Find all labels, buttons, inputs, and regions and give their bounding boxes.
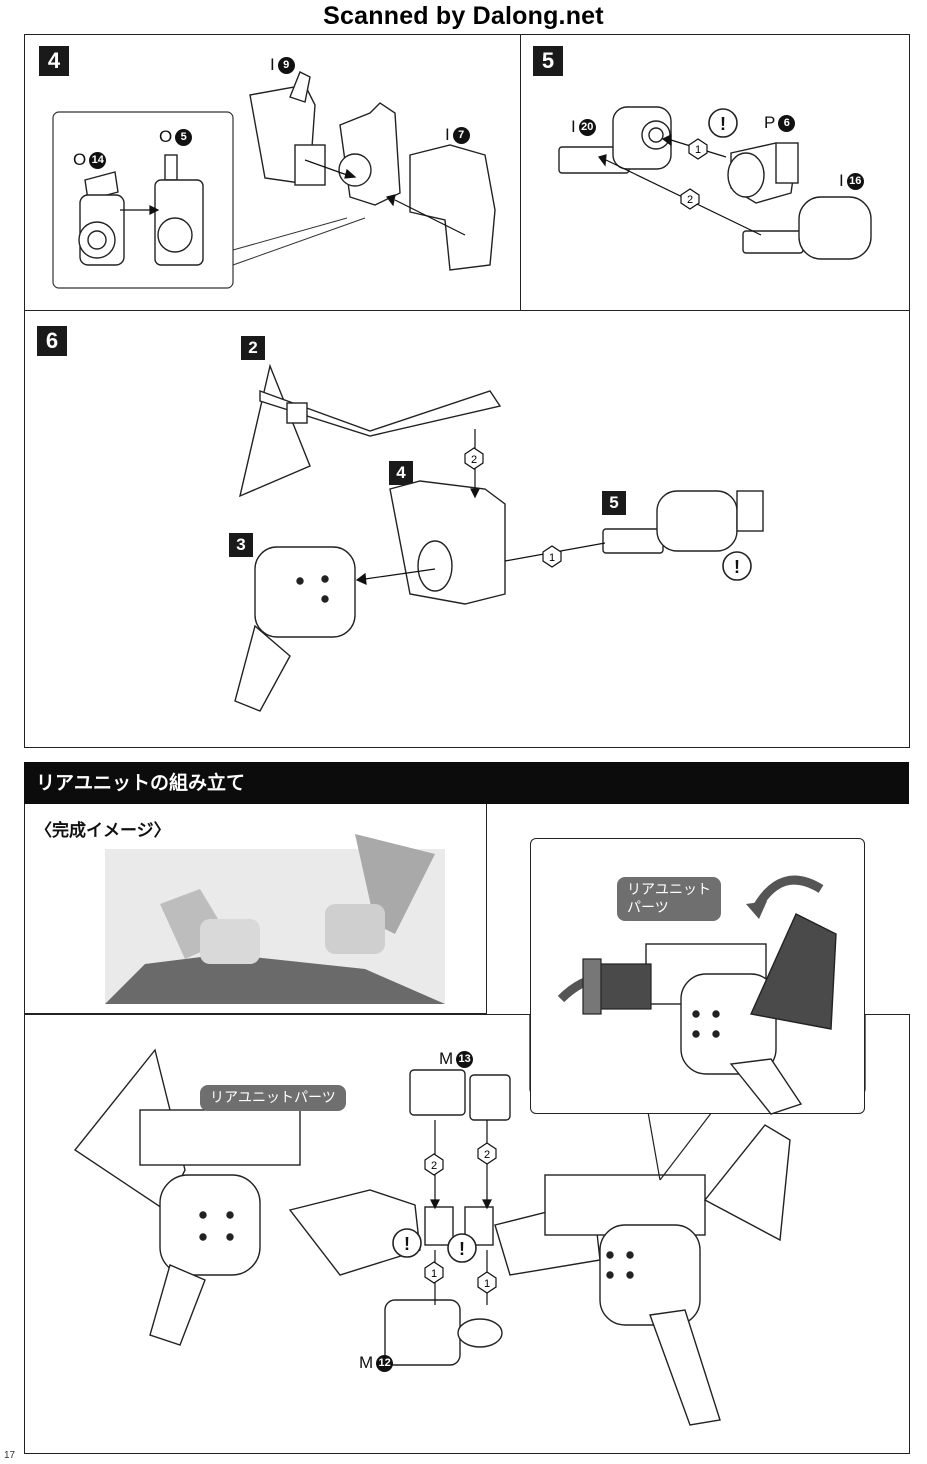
step-number: 6: [37, 326, 67, 356]
substep-2-badge: 2: [241, 336, 265, 360]
detail-callout-box: リアユニット パーツ: [530, 838, 865, 1115]
step-number: 4: [39, 46, 69, 76]
caution-icon: !: [720, 114, 726, 134]
tag-line-2: パーツ: [627, 900, 669, 916]
step-6-illustration: 2 1 !: [234, 363, 764, 712]
page-number: 17: [4, 1450, 16, 1461]
rear-unit-illustration: 2 2 1 1 ! !: [73, 1015, 866, 1426]
order-marker-2: 2: [687, 194, 693, 206]
step-6-panel: 6 2 4 3 5 2 1 !: [24, 310, 910, 748]
step-5-illustration: ! 1 2: [558, 106, 872, 260]
step-number: 5: [533, 46, 563, 76]
tag-line-1: リアユニット: [627, 882, 711, 898]
substep-5-badge: 5: [602, 491, 626, 515]
substep-4-badge: 4: [389, 461, 413, 485]
order-marker-2: 2: [471, 454, 477, 466]
completed-image-panel: 〈完成イメージ〉: [24, 804, 487, 1014]
order-marker-2a: 2: [431, 1160, 437, 1172]
completed-image-photo: [105, 834, 445, 1004]
substep-3-badge: 3: [229, 533, 253, 557]
caution-icon: !: [734, 557, 740, 577]
detail-illustration: [557, 875, 837, 1115]
scan-watermark: Scanned by Dalong.net: [323, 2, 604, 30]
step-4-illustration: [52, 71, 496, 289]
order-marker-1b: 1: [484, 1278, 490, 1290]
rear-unit-parts-tag-small: リアユニット パーツ: [617, 877, 721, 921]
order-marker-1: 1: [695, 144, 701, 156]
caution-icon: !: [404, 1234, 410, 1254]
caution-icon: !: [459, 1239, 465, 1259]
section-title-bar: リアユニットの組み立て: [24, 762, 909, 804]
completed-image-caption: 〈完成イメージ〉: [35, 821, 171, 841]
rear-unit-parts-tag: リアユニットパーツ: [200, 1085, 346, 1111]
order-marker-1a: 1: [431, 1268, 437, 1280]
order-marker-1: 1: [549, 552, 555, 564]
order-marker-2b: 2: [484, 1149, 490, 1161]
